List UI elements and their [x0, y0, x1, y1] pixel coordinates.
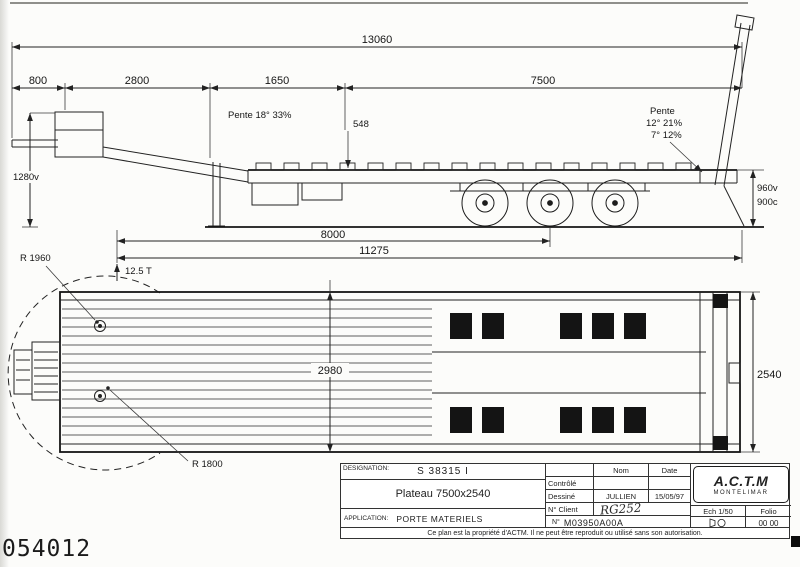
rear-slope-line2: 7° 12%	[651, 130, 682, 141]
drawing-no-value: M03950A00A	[563, 517, 624, 528]
overall-width-dim: 2540	[741, 291, 781, 453]
overall-length-label: 13060	[362, 34, 393, 46]
header-row: Nom Date	[546, 464, 690, 477]
rear-slope-line1: 12° 21%	[646, 118, 683, 129]
dessine-nom: JULLIEN	[594, 490, 649, 502]
application-label: APPLICATION:	[344, 515, 389, 522]
dessine-date: 15/05/97	[654, 491, 685, 501]
scale-folio-header-row: Ech 1/50 Folio	[691, 506, 791, 517]
inner-width-dim: 2980	[311, 280, 349, 452]
gooseneck-length-label: 2800	[125, 75, 149, 87]
suspension	[450, 183, 650, 192]
overall-width-label: 2540	[757, 369, 781, 381]
controle-label: Contrôlé	[546, 477, 594, 489]
rear-length-label: 11275	[359, 245, 389, 257]
client-row: N° Client RG252	[546, 500, 690, 518]
gooseneck	[11, 111, 249, 227]
deck-planks	[62, 308, 432, 436]
sheet-border-line	[10, 2, 748, 4]
underdeck-box	[301, 182, 343, 201]
deck	[247, 162, 738, 206]
rear-ramp-mast	[714, 14, 755, 227]
logo-city: MONTELIMAR	[713, 490, 769, 496]
overall-length-dim: 13060	[11, 34, 743, 138]
property-notice: Ce plan est la propriété d'ACTM. Il ne p…	[340, 528, 790, 539]
client-number-handwritten: RG252	[599, 500, 642, 518]
rear-slope-title: Pente	[650, 106, 675, 117]
application-value: PORTE MATERIELS	[396, 513, 483, 524]
front-height-dim: 1280v	[11, 112, 55, 228]
ramp-length-label: 1650	[265, 75, 289, 87]
inner-width-label: 2980	[318, 365, 342, 377]
chassis-stringers	[432, 351, 706, 394]
lashing-rings	[94, 320, 106, 402]
title-block-middle: Nom Date Contrôlé Dessiné JULLIEN 15/05/…	[546, 464, 691, 529]
rear-end-beam	[699, 292, 741, 452]
rear-radius-annotation: R 1800	[106, 386, 223, 470]
deck-height-detail-label: 548	[353, 119, 369, 130]
kingpin-load-label: 12.5 T	[125, 266, 152, 277]
title-block-right: A.C.T.M MONTELIMAR Ech 1/50 Folio 00 00	[691, 464, 791, 529]
top-view: R 1960	[7, 253, 781, 471]
toolbox	[251, 182, 299, 206]
folio-value: 00 00	[758, 518, 779, 528]
title-block: DESIGNATION: S 38315 I Plateau 7500x2540…	[340, 463, 791, 529]
designation-value: S 38315 I	[417, 466, 469, 477]
bottom-dims: 8000 11275 12.5 T	[114, 228, 743, 281]
stake-pockets	[255, 162, 692, 171]
plateau-cell: Plateau 7500x2540	[341, 480, 545, 509]
front-slope-label: Pente 18° 33%	[228, 110, 292, 121]
designation-label: DESIGNATION:	[343, 465, 390, 472]
dessine-row: Dessiné JULLIEN 15/05/97	[546, 490, 690, 503]
front-height-label: 1280v	[13, 172, 39, 183]
application-cell: APPLICATION: PORTE MATERIELS	[341, 509, 545, 528]
rear-height-unladen-label: 960v	[757, 183, 778, 194]
front-radius-label: R 1960	[20, 253, 51, 264]
deck-height-detail-dim: 548	[345, 119, 369, 168]
logo-cell: A.C.T.M MONTELIMAR	[691, 464, 791, 506]
folio-label: Folio	[760, 506, 777, 516]
designation-cell: DESIGNATION: S 38315 I	[341, 464, 545, 480]
title-block-left: DESIGNATION: S 38315 I Plateau 7500x2540…	[341, 464, 546, 527]
front-overhang-label: 800	[29, 75, 47, 87]
side-view: 13060 800 2800 1650 7500	[11, 14, 778, 281]
controle-row: Contrôlé	[546, 477, 690, 490]
drawing-no-label: N°	[552, 519, 560, 526]
scan-artifact	[791, 536, 800, 547]
segment-dims: 800 2800 1650 7500	[12, 75, 742, 158]
rear-radius-label: R 1800	[192, 459, 223, 470]
scale-folio-value-row: 00 00	[691, 517, 791, 529]
actm-logo: A.C.T.M MONTELIMAR	[693, 466, 789, 503]
swing-radius-arc	[7, 275, 161, 471]
logo-name: A.C.T.M	[713, 473, 769, 489]
deck-length-label: 7500	[531, 75, 555, 87]
stamp-number: 054012	[2, 536, 92, 562]
projection-symbol-icon	[709, 518, 726, 528]
scale-label: Ech 1/50	[691, 506, 746, 516]
dessine-label: Dessiné	[546, 490, 594, 502]
drawing-number-row: N° M03950A00A	[546, 516, 690, 529]
rear-height-laden-label: 900c	[757, 197, 778, 208]
col-nom-header: Nom	[594, 464, 649, 476]
client-label: N° Client	[546, 503, 594, 515]
tire-rects	[450, 313, 646, 433]
wheels	[461, 179, 639, 227]
rear-slope-annotation: Pente 12° 21% 7° 12%	[646, 106, 703, 173]
front-coupling	[13, 341, 61, 401]
scan-edge-shadow	[0, 0, 9, 567]
col-date-header: Date	[661, 465, 678, 475]
wheelbase-label: 8000	[321, 229, 345, 241]
rear-height-dims: 960v 900c	[737, 169, 778, 227]
